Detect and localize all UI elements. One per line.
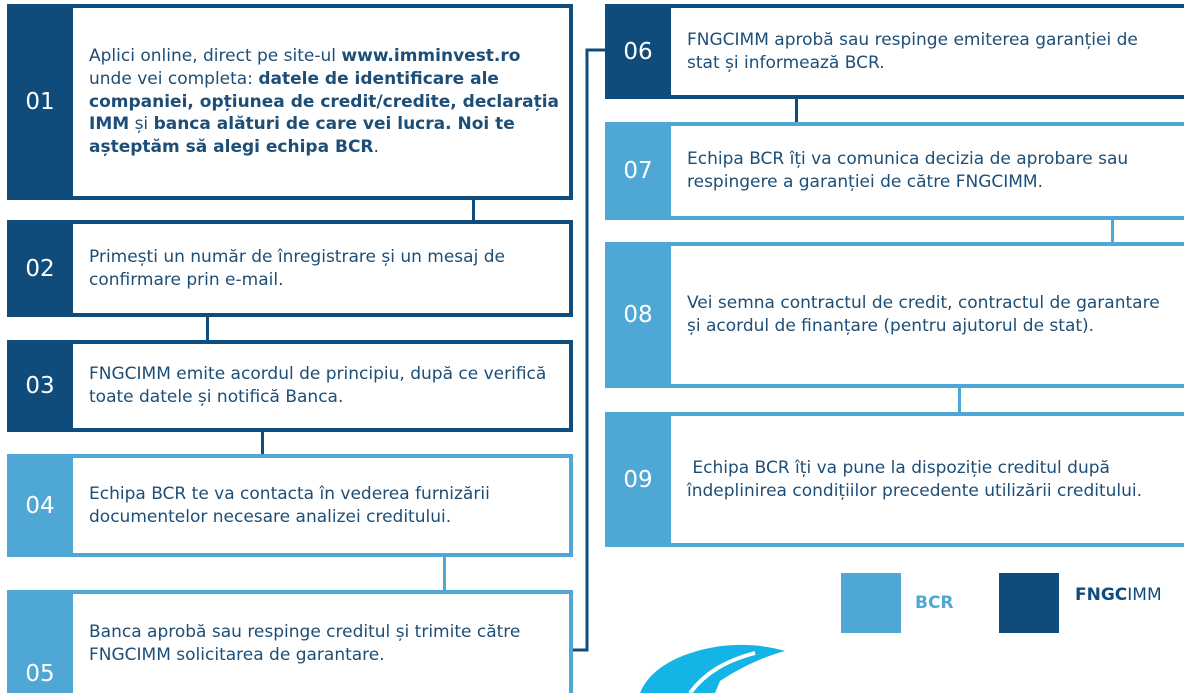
step-number: 09: [605, 412, 671, 547]
step-02: 02 Primești un număr de înregistrare și …: [7, 220, 573, 317]
step-card: FNGCIMM emite acordul de principiu, după…: [73, 340, 573, 432]
fngcimm-legend-label: FNGCIMM: [1075, 585, 1162, 605]
step-card: Banca aprobă sau respinge creditul și tr…: [73, 590, 573, 693]
step-number: 07: [605, 122, 671, 220]
step-card: Echipa BCR îți va pune la dispoziție cre…: [671, 412, 1184, 547]
step-number: 08: [605, 242, 671, 388]
step-09: 09 Echipa BCR îți va pune la dispoziție …: [605, 412, 1184, 547]
connector: [443, 557, 446, 590]
step-text: Banca aprobă sau respinge creditul și tr…: [89, 621, 521, 665]
connector: [795, 99, 798, 122]
bcr-legend-swatch: [841, 573, 901, 633]
step-card: Primești un număr de înregistrare și un …: [73, 220, 573, 317]
step-01: 01 Aplici online, direct pe site-ul www.…: [7, 4, 573, 200]
connector: [472, 200, 475, 220]
step-number: 04: [7, 454, 73, 557]
step-number: 03: [7, 340, 73, 432]
step-number: 05: [7, 590, 73, 693]
step-text: FNGCIMM emite acordul de principiu, după…: [89, 364, 547, 407]
step-card: FNGCIMM aprobă sau respinge emiterea gar…: [671, 4, 1184, 99]
step-text: Echipa BCR îți va pune la dispoziție cre…: [687, 457, 1143, 501]
step-text: Primești un număr de înregistrare și un …: [89, 246, 505, 290]
step-card: Vei semna contractul de credit, contract…: [671, 242, 1184, 388]
step-card: Echipa BCR îți va comunica decizia de ap…: [671, 122, 1184, 220]
step-07: 07 Echipa BCR îți va comunica decizia de…: [605, 122, 1184, 220]
bcr-legend-label: BCR: [915, 593, 954, 613]
step-text: Echipa BCR te va contacta în vederea fur…: [89, 483, 490, 527]
step-05: 05 Banca aprobă sau respinge creditul și…: [7, 590, 573, 693]
step-text: Aplici online, direct pe site-ul www.imm…: [89, 45, 560, 158]
step-number: 01: [7, 4, 73, 200]
step-card: Echipa BCR te va contacta în vederea fur…: [73, 454, 573, 557]
connector: [958, 388, 961, 412]
step-card: Aplici online, direct pe site-ul www.imm…: [73, 4, 573, 200]
fngcimm-legend-swatch: [999, 573, 1059, 633]
step-03: 03 FNGCIMM emite acordul de principiu, d…: [7, 340, 573, 432]
step-text: FNGCIMM aprobă sau respinge emiterea gar…: [687, 29, 1138, 73]
step-text: Echipa BCR îți va comunica decizia de ap…: [687, 149, 1129, 192]
connector: [261, 432, 264, 454]
step-number: 06: [605, 4, 671, 99]
connector: [1111, 220, 1114, 242]
step-text: Vei semna contractul de credit, contract…: [687, 293, 1160, 336]
step-04: 04 Echipa BCR te va contacta în vederea …: [7, 454, 573, 557]
connector: [206, 317, 209, 340]
step-number: 02: [7, 220, 73, 317]
step-08: 08 Vei semna contractul de credit, contr…: [605, 242, 1184, 388]
feather-icon: [640, 644, 785, 693]
step-06: 06 FNGCIMM aprobă sau respinge emiterea …: [605, 4, 1184, 99]
